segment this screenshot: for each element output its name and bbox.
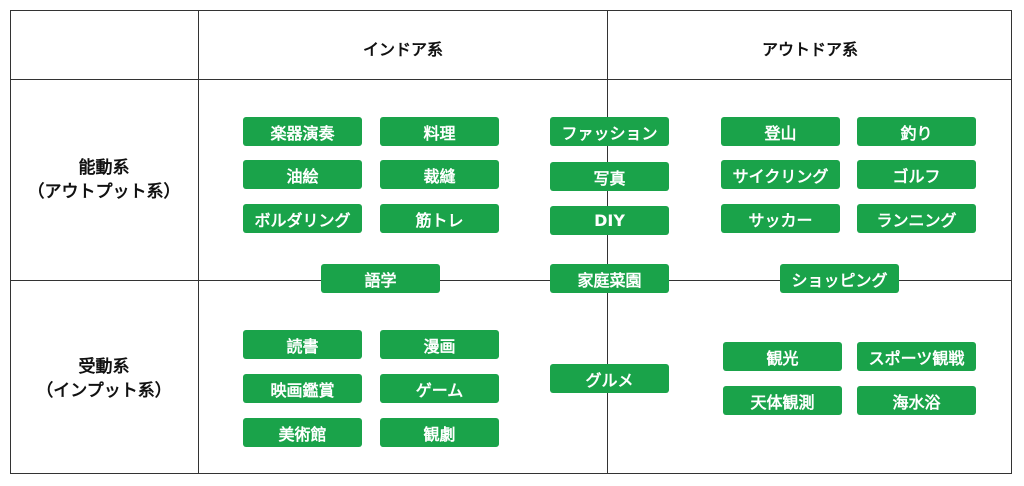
tag-shopping: ショッピング [780, 264, 899, 293]
tag-stargazing: 天体観測 [723, 386, 842, 415]
column-header-indoor: インドア系 [362, 40, 443, 59]
tag-games: ゲーム [380, 374, 499, 403]
row-label-passive-main: 受動系 [78, 357, 130, 377]
tag-mountain-climbing: 登山 [721, 117, 840, 146]
tag-golf: ゴルフ [857, 160, 976, 189]
grid-line-label-column [198, 10, 199, 474]
row-label-passive-sub: （インプット系） [36, 381, 172, 401]
tag-sightseeing: 観光 [723, 342, 842, 371]
tag-instrument: 楽器演奏 [243, 117, 362, 146]
grid-line-header [10, 79, 1012, 80]
tag-sea-bathing: 海水浴 [857, 386, 976, 415]
tag-weight-training: 筋トレ [380, 204, 499, 233]
tag-sewing: 裁縫 [380, 160, 499, 189]
tag-diy: DIY [550, 206, 669, 235]
tag-soccer: サッカー [721, 204, 840, 233]
tag-museum: 美術館 [243, 418, 362, 447]
tag-sports-watching: スポーツ観戦 [857, 342, 976, 371]
tag-fishing: 釣り [857, 117, 976, 146]
tag-fashion: ファッション [550, 117, 669, 146]
tag-gourmet: グルメ [550, 364, 669, 393]
tag-oil-painting: 油絵 [243, 160, 362, 189]
row-label-passive: 受動系 （インプット系） [10, 355, 198, 403]
tag-running: ランニング [857, 204, 976, 233]
tag-cooking: 料理 [380, 117, 499, 146]
grid-line-middle-vertical [607, 10, 608, 474]
row-label-active-sub: （アウトプット系） [27, 182, 181, 202]
row-label-active: 能動系 （アウトプット系） [10, 156, 198, 204]
grid-line-middle-horizontal [10, 280, 1012, 281]
tag-gardening: 家庭菜園 [550, 264, 669, 293]
tag-movies: 映画鑑賞 [243, 374, 362, 403]
row-label-active-main: 能動系 [78, 158, 130, 178]
tag-bouldering: ボルダリング [243, 204, 362, 233]
tag-language: 語学 [321, 264, 440, 293]
tag-photo: 写真 [550, 162, 669, 191]
matrix-frame [10, 10, 1012, 474]
tag-cycling: サイクリング [721, 160, 840, 189]
tag-manga: 漫画 [380, 330, 499, 359]
tag-theater: 観劇 [380, 418, 499, 447]
tag-reading: 読書 [243, 330, 362, 359]
column-header-outdoor: アウトドア系 [761, 40, 858, 59]
